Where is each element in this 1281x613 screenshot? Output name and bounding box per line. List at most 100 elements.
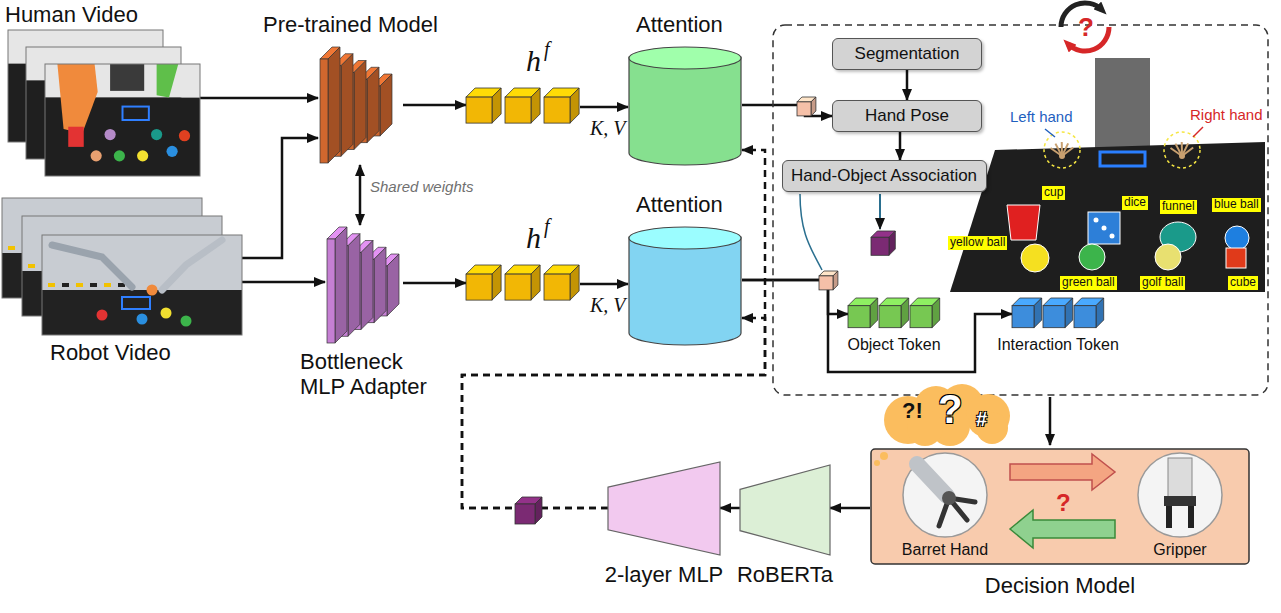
token-cube <box>910 298 940 328</box>
decision-box-shape-part <box>874 460 880 466</box>
rotation-icon <box>1061 3 1109 51</box>
mlp-head-shape-part <box>608 462 720 555</box>
connector-arrow <box>242 138 318 258</box>
token-cube-part <box>833 271 838 290</box>
node-text: Robot Video <box>50 340 171 365</box>
video-frame-part <box>151 129 162 140</box>
token-cube-part <box>1065 298 1073 328</box>
token-cube <box>819 271 838 290</box>
interaction-tokens-shape <box>1012 298 1104 330</box>
node-text: Hand Pose <box>865 106 949 126</box>
connector-arrow <box>830 507 870 510</box>
video-frame-part <box>122 297 150 309</box>
video-stack: Robot Video <box>2 198 242 335</box>
hand-label: Right hand <box>1190 106 1263 123</box>
video-frame-part <box>90 283 97 287</box>
adapter-model-shape-part <box>361 241 373 330</box>
token-cube <box>466 88 501 123</box>
node-text: Segmentation <box>855 44 960 64</box>
decision-box-shape-part <box>880 452 888 460</box>
hand-skeleton-part <box>1164 132 1200 168</box>
video-frame-part <box>162 240 222 290</box>
video-frame-part <box>104 283 111 287</box>
region-outline <box>773 25 1268 395</box>
node-text: Interaction Token <box>997 336 1119 354</box>
token-cube-part <box>466 97 492 123</box>
token-cube <box>505 88 540 123</box>
adapter-model-shape-part <box>327 239 335 343</box>
video-frame-part <box>91 150 102 161</box>
interaction-tokens: Interaction Token <box>1012 298 1104 330</box>
question-mark: ? <box>1056 489 1071 517</box>
token-cube <box>797 97 816 116</box>
pretrained-model-shape-part <box>367 67 379 142</box>
node-text: Pre-trained Model <box>263 12 438 37</box>
text-encoder-shape <box>740 465 830 555</box>
video-frame-part <box>45 64 200 176</box>
node-text: f <box>544 38 550 61</box>
attention-cylinder-shape-part <box>629 237 741 345</box>
hand-option-shape-part <box>903 453 987 537</box>
connector-arrow <box>720 507 740 510</box>
scene-photo-part <box>1007 205 1040 240</box>
scene-photo-part <box>1102 226 1107 231</box>
scene-photo-part <box>1045 129 1055 137</box>
video-frame <box>42 235 242 335</box>
node-text: Object Token <box>847 336 940 354</box>
feature-tokens: hf <box>466 265 580 303</box>
node-text: # <box>976 408 987 431</box>
scene-photo-part <box>1100 152 1145 166</box>
token-cube-part <box>1012 306 1034 328</box>
attention-cylinder-shape-part <box>629 57 741 165</box>
video-frame-part <box>28 264 35 268</box>
node-text: 2-layer MLP <box>605 562 724 587</box>
scene-photo-part <box>1155 244 1181 270</box>
node-text: f <box>544 215 550 238</box>
scene-photo-part <box>1193 127 1203 137</box>
adapter-model-shape <box>325 225 403 345</box>
question-mark: ? <box>1078 13 1094 43</box>
connector-arrow <box>906 70 909 100</box>
token-cube <box>871 231 895 255</box>
connector-arrow <box>899 132 902 160</box>
object-tag: yellow ball <box>948 236 1007 250</box>
token-cube-part <box>811 97 816 116</box>
thought-cloud: ?!?# <box>880 384 1015 446</box>
object-tag: green ball <box>1060 276 1117 290</box>
mlp-head: 2-layer MLP <box>608 462 720 555</box>
token-cube-part <box>901 298 909 328</box>
video-frame-part <box>161 308 172 319</box>
video-frame-part <box>147 285 158 296</box>
node-text: RoBERTa <box>737 562 833 587</box>
video-frame-part <box>181 316 192 327</box>
token-cube-part <box>515 504 535 524</box>
process-box: Segmentation <box>832 38 982 70</box>
video-frame-part <box>179 130 190 141</box>
connector-arrow <box>403 282 466 285</box>
connector-arrow <box>359 165 362 225</box>
adapter-model-shape-part <box>374 247 386 322</box>
token-cube-part <box>910 306 932 328</box>
mlp-head-shape <box>608 462 720 555</box>
feature-tokens-shape <box>466 88 580 126</box>
hand-option-shape-part <box>1168 458 1192 498</box>
adapter-model-shape-part <box>335 227 347 343</box>
token-cube-part <box>544 97 570 123</box>
link-arrow <box>879 194 881 229</box>
pretrained-model-shape-part <box>341 54 353 156</box>
adapter-model: Bottleneck MLP Adapter <box>325 225 403 345</box>
token-cube-part <box>1043 306 1065 328</box>
hand-label: Left hand <box>1010 108 1073 125</box>
hand-option-shape-part <box>1188 506 1194 528</box>
token-cube-part <box>1034 298 1042 328</box>
token-cube-part <box>505 97 531 123</box>
video-frame-part <box>105 129 116 140</box>
token-cube-part <box>879 306 901 328</box>
scene-photo <box>950 58 1265 292</box>
token-cube <box>848 298 878 328</box>
token-cube-part <box>535 497 542 524</box>
video-frame-part <box>42 235 242 335</box>
adapter-model-shape-part <box>387 254 399 316</box>
